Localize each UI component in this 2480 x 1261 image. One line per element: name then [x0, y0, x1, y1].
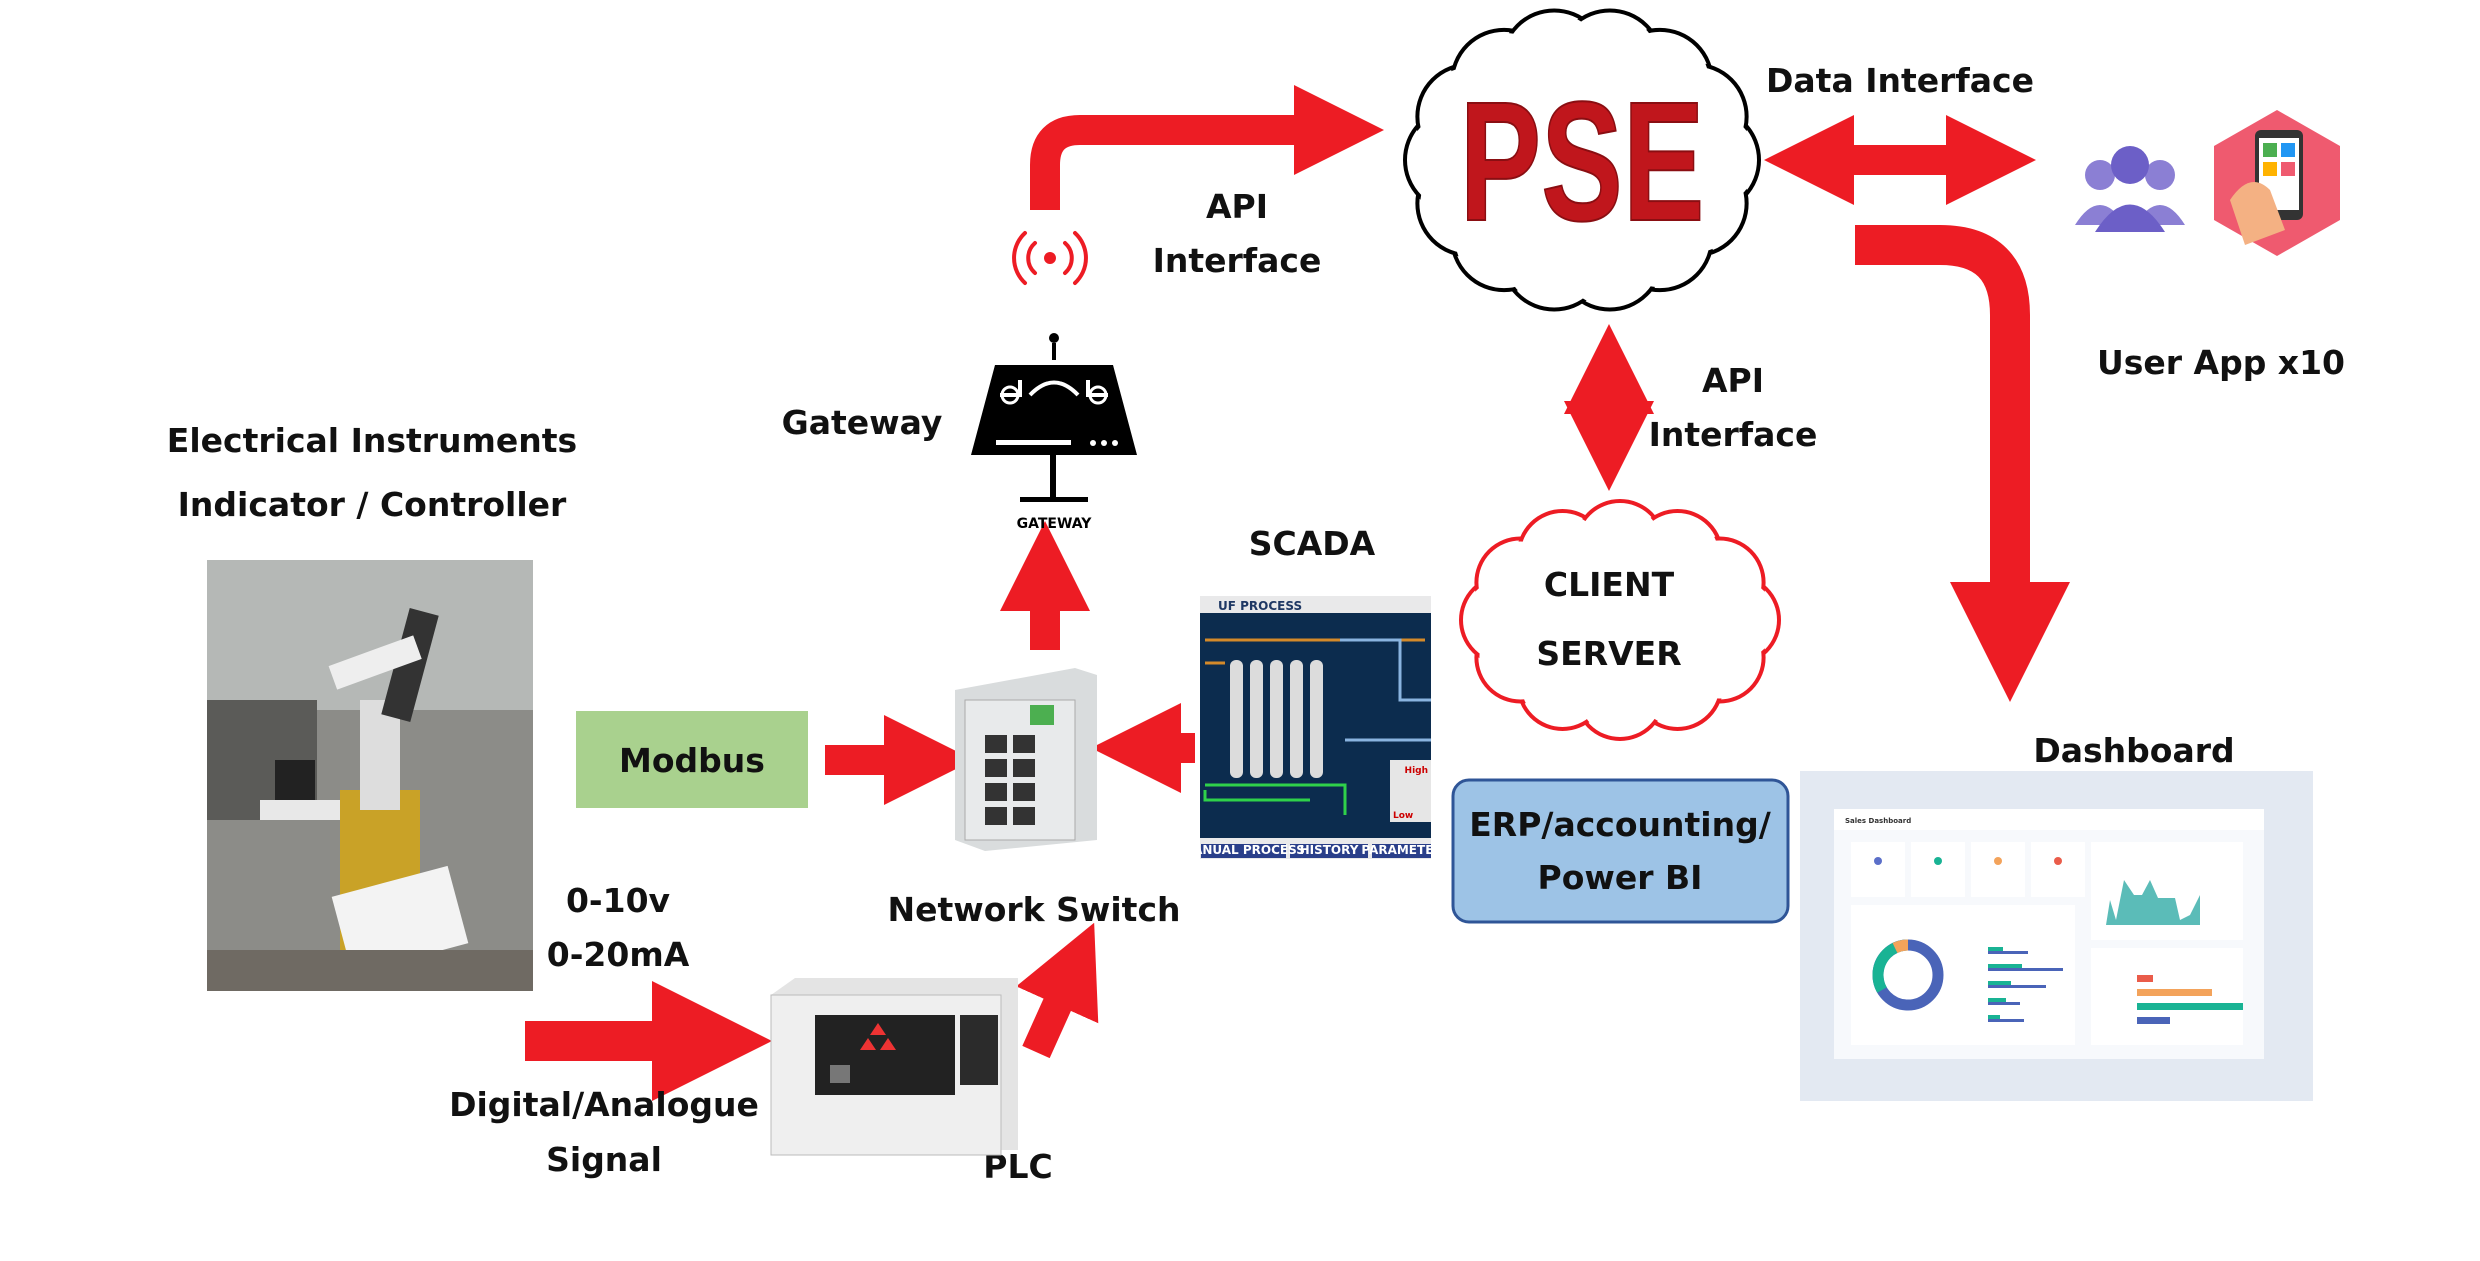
cloud-body	[1505, 545, 1735, 695]
plc-device[interactable]	[770, 978, 1018, 1156]
dashboard-screen-title: Sales Dashboard	[1845, 817, 1911, 825]
erp-line1: ERP/accounting/	[1469, 805, 1771, 844]
scada-tank-high: High	[1405, 766, 1428, 776]
switch-port	[985, 783, 1007, 801]
gateway-device-caption: GATEWAY	[1017, 516, 1093, 532]
erp-line2: Power BI	[1538, 858, 1703, 897]
scada-filter-column	[1250, 660, 1263, 778]
switch-port	[1013, 759, 1035, 777]
arrow-gateway-to-pse	[1030, 85, 1384, 210]
scada-screen[interactable]: UF PROCESS High Low MANUAL PROCESS HISTO…	[1181, 596, 1443, 859]
scada-button-history[interactable]	[1290, 844, 1368, 858]
data-interface-label: Data Interface	[1766, 61, 2034, 100]
dashboard-screenshot[interactable]: Sales Dashboard	[1800, 771, 2313, 1101]
pse-cloud[interactable]	[1403, 8, 1761, 312]
gateway-label: Gateway	[782, 403, 943, 442]
api-interface-right-line2: Interface	[1649, 415, 1818, 454]
switch-port	[985, 759, 1007, 777]
dashboard-label: Dashboard	[2033, 731, 2234, 770]
digital-signal-line1: Digital/Analogue	[449, 1085, 759, 1124]
users-icon	[2075, 146, 2185, 232]
user-app-label: User App x10	[2097, 343, 2345, 382]
signal-line2: 0-20mA	[547, 935, 690, 974]
scada-filter-column	[1310, 660, 1323, 778]
api-interface-right-line1: API	[1702, 361, 1764, 400]
scada-filter-column	[1270, 660, 1283, 778]
switch-port	[985, 735, 1007, 753]
scada-screen-title: UF PROCESS	[1218, 599, 1302, 613]
mobile-app-icon	[2214, 110, 2340, 256]
scada-button-history-label: HISTORY	[1300, 843, 1359, 857]
instruments-line2: Indicator / Controller	[178, 485, 567, 524]
instruments-photo	[207, 560, 533, 991]
pse-label: PSE	[1460, 67, 1705, 256]
scada-filter-column	[1230, 660, 1243, 778]
client-server-cloud[interactable]	[1459, 499, 1781, 741]
modbus-box[interactable]: Modbus	[576, 711, 808, 808]
network-switch-label: Network Switch	[887, 890, 1180, 929]
digital-signal-line2: Signal	[546, 1140, 662, 1179]
api-interface-top-line1: API	[1206, 187, 1268, 226]
network-switch-device[interactable]	[955, 668, 1097, 851]
scada-tank-low: Low	[1393, 811, 1413, 821]
erp-box[interactable]: ERP/accounting/ Power BI	[1451, 778, 1790, 924]
arrow-pse-to-dashboard	[1855, 225, 2070, 702]
gateway-router-icon[interactable]: GATEWAY	[971, 333, 1137, 532]
instruments-line1: Electrical Instruments	[167, 421, 577, 460]
api-interface-top-line2: Interface	[1153, 241, 1322, 280]
switch-port	[985, 807, 1007, 825]
scada-label: SCADA	[1249, 524, 1376, 563]
scada-button-parameter[interactable]	[1372, 844, 1431, 858]
client-server-line1: CLIENT	[1544, 565, 1675, 604]
scada-button-manual-label: MANUAL PROCESS	[1181, 843, 1305, 857]
cloud-body	[1457, 60, 1707, 260]
scada-button-parameter-label: PARAMETER	[1361, 843, 1442, 857]
signal-line1: 0-10v	[566, 881, 671, 920]
modbus-label: Modbus	[619, 741, 765, 780]
switch-port	[1013, 783, 1035, 801]
client-server-line2: SERVER	[1536, 634, 1681, 673]
scada-button-manual[interactable]	[1201, 844, 1286, 858]
wireless-signal-icon	[1012, 231, 1088, 285]
switch-port	[1013, 735, 1035, 753]
arrow-plc-to-switch	[1016, 922, 1099, 1059]
scada-filter-column	[1290, 660, 1303, 778]
switch-port	[1013, 807, 1035, 825]
